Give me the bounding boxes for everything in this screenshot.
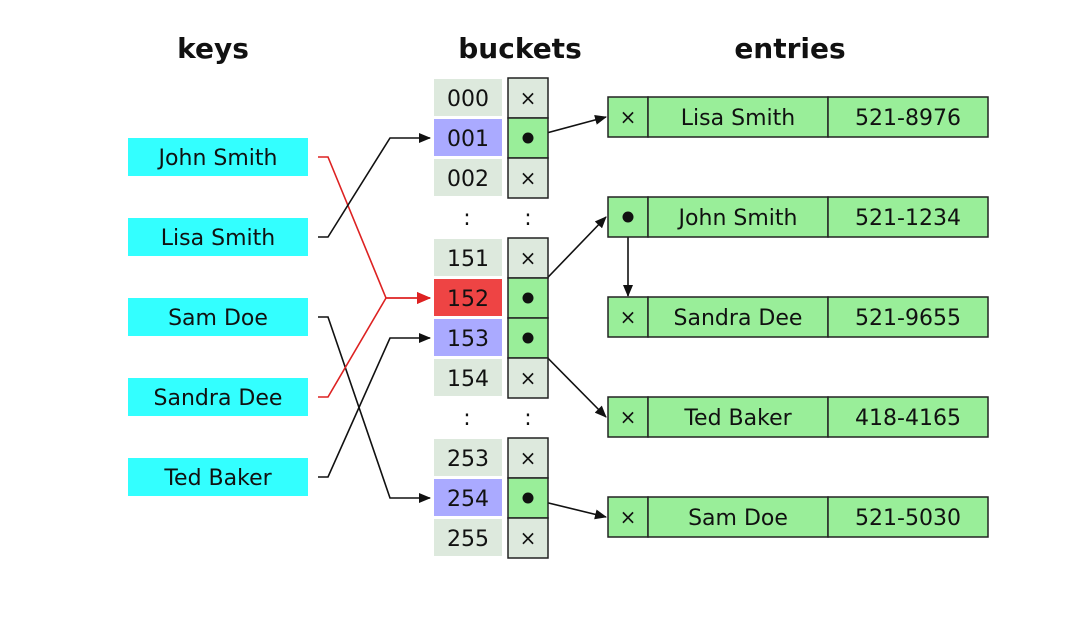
bucket-index-box-001 xyxy=(434,119,502,156)
key-box-ted-baker xyxy=(128,458,308,496)
entry-phone-cell-sam-doe xyxy=(827,496,989,538)
bucket-null-000: × xyxy=(520,86,537,110)
key-label-john-smith: John Smith xyxy=(157,146,278,171)
key-label-lisa-smith: Lisa Smith xyxy=(161,226,275,251)
key-label-sam-doe: Sam Doe xyxy=(168,306,268,331)
pointer-dot-layer xyxy=(522,132,634,504)
entry-next-cell-sandra-dee xyxy=(607,296,649,338)
entry-phone-cell-john-smith xyxy=(827,196,989,238)
entry-phone-john-smith: 521-1234 xyxy=(855,206,961,231)
key-link-sam-doe xyxy=(318,316,431,503)
bucket-null-151: × xyxy=(520,246,537,270)
bucket-index-box-253 xyxy=(434,439,502,476)
bucket-cell-154 xyxy=(507,357,549,399)
bucket-index-box-002 xyxy=(434,159,502,196)
entry-name-sandra-dee: Sandra Dee xyxy=(674,306,803,331)
heading-buckets: buckets xyxy=(458,32,581,65)
bucket-index-label-253: 253 xyxy=(447,447,489,472)
entry-phone-cell-ted-baker xyxy=(827,396,989,438)
key-label-ted-baker: Ted Baker xyxy=(163,466,272,491)
heading-keys: keys xyxy=(177,32,249,65)
bucket-index-label-000: 000 xyxy=(447,87,489,112)
bucket-cell-000 xyxy=(507,77,549,119)
bucket-index-box-152 xyxy=(434,279,502,316)
bucket-cell-255 xyxy=(507,517,549,559)
bucket-index-label-001: 001 xyxy=(447,127,489,152)
entry-pointer-dot-john-smith xyxy=(622,211,634,223)
bucket-pointer-dot-153 xyxy=(522,332,534,344)
key-link-lisa-smith xyxy=(318,133,431,238)
entry-name-cell-lisa-smith xyxy=(647,96,829,138)
bucket-ellipsis-index: : xyxy=(463,206,470,231)
key-label-sandra-dee: Sandra Dee xyxy=(154,386,283,411)
bucket-ellipsis-cell: : xyxy=(524,406,531,431)
entry-null-sam-doe: × xyxy=(620,505,637,529)
bucket-cell-002 xyxy=(507,157,549,199)
key-box-john-smith xyxy=(128,138,308,176)
bucket-index-label-002: 002 xyxy=(447,167,489,192)
bucket-index-box-154 xyxy=(434,359,502,396)
entry-name-john-smith: John Smith xyxy=(677,206,798,231)
bucket-index-label-152: 152 xyxy=(447,287,489,312)
bucket-pointer-dot-001 xyxy=(522,132,534,144)
bucket-null-154: × xyxy=(520,366,537,390)
key-box-sandra-dee xyxy=(128,378,308,416)
bucket-ellipsis-cell: : xyxy=(524,206,531,231)
entry-phone-sandra-dee: 521-9655 xyxy=(855,306,961,331)
bucket-index-label-153: 153 xyxy=(447,327,489,352)
entry-name-cell-ted-baker xyxy=(647,396,829,438)
bucket-null-255: × xyxy=(520,526,537,550)
bucket-index-label-151: 151 xyxy=(447,247,489,272)
entry-phone-ted-baker: 418-4165 xyxy=(855,406,961,431)
key-link-sandra-dee xyxy=(318,292,431,398)
bucket-cell-151 xyxy=(507,237,549,279)
bucket-index-box-254 xyxy=(434,479,502,516)
entry-name-ted-baker: Ted Baker xyxy=(683,406,792,431)
entry-null-sandra-dee: × xyxy=(620,305,637,329)
bucket-null-253: × xyxy=(520,446,537,470)
bucket-index-label-154: 154 xyxy=(447,367,489,392)
bucket-index-label-255: 255 xyxy=(447,527,489,552)
entry-name-lisa-smith: Lisa Smith xyxy=(681,106,795,131)
entry-name-sam-doe: Sam Doe xyxy=(688,506,788,531)
heading-entries: entries xyxy=(734,32,845,65)
key-box-lisa-smith xyxy=(128,218,308,256)
bucket-index-box-153 xyxy=(434,319,502,356)
bucket-index-label-254: 254 xyxy=(447,487,489,512)
entry-null-lisa-smith: × xyxy=(620,105,637,129)
entry-null-ted-baker: × xyxy=(620,405,637,429)
entry-next-cell-lisa-smith xyxy=(607,96,649,138)
key-link-ted-baker xyxy=(318,333,431,478)
bucket-index-box-000 xyxy=(434,79,502,116)
entry-next-cell-sam-doe xyxy=(607,496,649,538)
bucket-ellipsis-index: : xyxy=(463,406,470,431)
entry-phone-sam-doe: 521-5030 xyxy=(855,506,961,531)
bucket-null-002: × xyxy=(520,166,537,190)
entry-phone-lisa-smith: 521-8976 xyxy=(855,106,961,131)
bucket-pointer-dot-152 xyxy=(522,292,534,304)
bucket-index-box-255 xyxy=(434,519,502,556)
entry-name-cell-sandra-dee xyxy=(647,296,829,338)
bucket-index-box-151 xyxy=(434,239,502,276)
bucket-pointer-dot-254 xyxy=(522,492,534,504)
entry-phone-cell-sandra-dee xyxy=(827,296,989,338)
entry-phone-cell-lisa-smith xyxy=(827,96,989,138)
key-box-sam-doe xyxy=(128,298,308,336)
